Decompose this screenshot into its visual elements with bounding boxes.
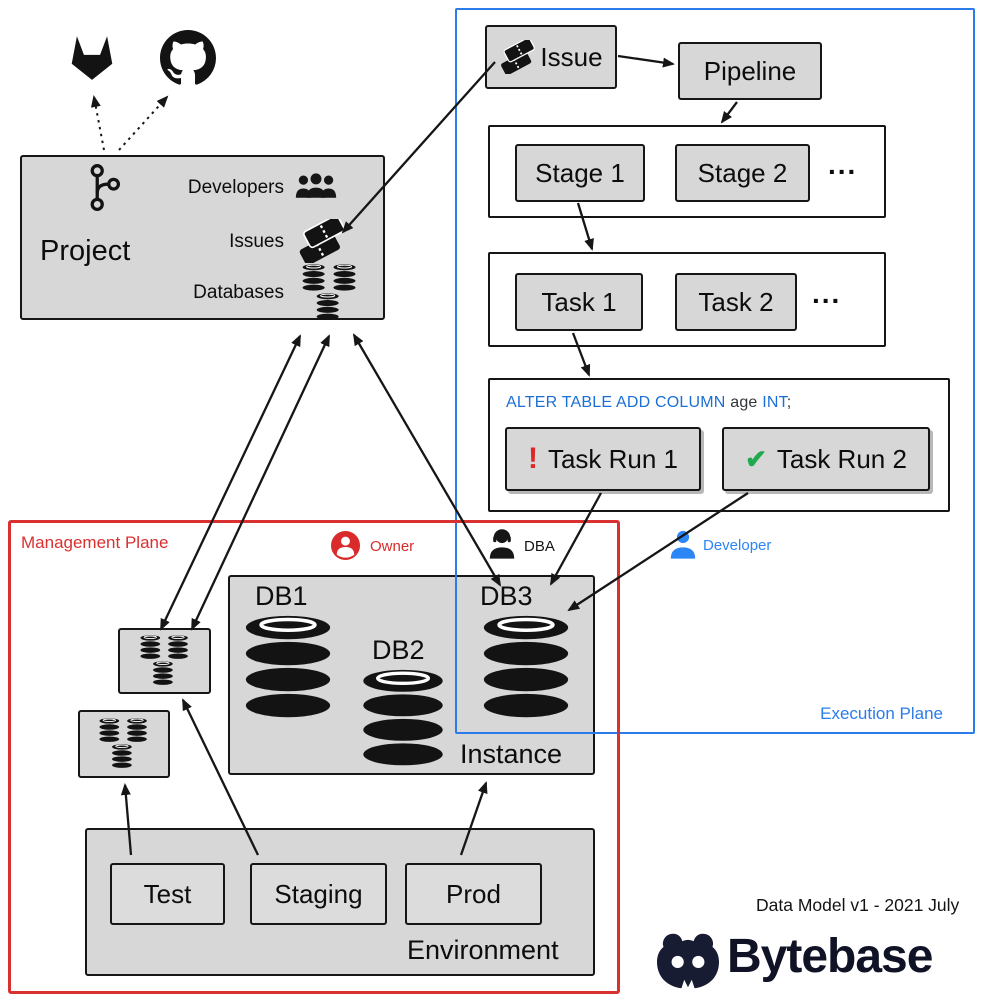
- instance-box: DB1 DB2 DB3 Instance: [228, 575, 595, 775]
- task-run-1-label: Task Run 1: [547, 443, 679, 474]
- gitlab-icon: [66, 32, 118, 82]
- issue-label: Issue: [540, 41, 603, 72]
- db2-label: DB2: [372, 635, 425, 665]
- bytebase-wordmark: Bytebase: [727, 930, 933, 983]
- people-icon: [295, 170, 337, 202]
- task-2-box: Task 2: [675, 273, 797, 331]
- task-run-1-box: ! Task Run 1: [505, 427, 701, 491]
- stages-ellipsis: ...: [828, 149, 858, 180]
- project-row-issues-label: Issues: [229, 231, 284, 252]
- sql-keyword: ALTER TABLE ADD COLUMN: [506, 394, 726, 411]
- pipeline-box: Pipeline: [678, 42, 822, 100]
- database-cluster-icon: [295, 264, 365, 322]
- project-row-developers-label: Developers: [187, 177, 284, 198]
- env-prod-box: Prod: [405, 863, 542, 925]
- stages-row: Stage 1 Stage 2 ...: [488, 125, 886, 218]
- db3-label: DB3: [480, 581, 533, 611]
- success-check-icon: ✔: [745, 443, 767, 474]
- project-row-databases-label: Databases: [193, 282, 284, 303]
- stage-1-label: Stage 1: [535, 157, 625, 188]
- arrow-git-to-gitlab: [90, 95, 105, 151]
- sql-semicolon: ;: [786, 394, 792, 411]
- tasks-row: Task 1 Task 2 ...: [488, 252, 886, 347]
- db-group-box-1: [118, 628, 211, 694]
- environment-box: Test Staging Prod Environment: [85, 828, 595, 976]
- env-staging-label: Staging: [274, 878, 363, 909]
- project-title: Project: [40, 235, 131, 267]
- issue-ticket-icon: [499, 40, 536, 74]
- developer-icon: [668, 528, 698, 561]
- db1-icon: [240, 615, 336, 719]
- instance-label: Instance: [460, 739, 563, 769]
- sql-argument: age: [730, 394, 758, 411]
- pipeline-label: Pipeline: [703, 55, 797, 86]
- bytebase-logo-icon: [657, 933, 719, 989]
- tasks-ellipsis: ...: [812, 278, 842, 309]
- developer-label: Developer: [703, 537, 772, 554]
- sql-statement: ALTER TABLE ADD COLUMN age INT;: [506, 394, 791, 412]
- stage-2-label: Stage 2: [697, 157, 788, 188]
- stage-2-box: Stage 2: [675, 144, 810, 202]
- db-group-box-2: [78, 710, 170, 778]
- environment-label: Environment: [407, 935, 559, 965]
- database-cluster-icon: [95, 718, 153, 770]
- error-icon: !: [527, 442, 538, 475]
- database-cluster-icon: [136, 635, 194, 687]
- management-plane-label: Management Plane: [21, 533, 169, 552]
- issue-tickets-icon: [297, 219, 345, 263]
- owner-icon: [330, 530, 361, 561]
- version-caption: Data Model v1 - 2021 July: [756, 895, 960, 915]
- task-run-panel: ALTER TABLE ADD COLUMN age INT; ! Task R…: [488, 378, 950, 512]
- sql-type-keyword: INT: [762, 394, 787, 411]
- task-1-box: Task 1: [515, 273, 643, 331]
- execution-plane-label: Execution Plane: [820, 704, 943, 723]
- task-1-label: Task 1: [541, 286, 617, 317]
- git-branch-icon: [84, 163, 122, 213]
- dba-label: DBA: [524, 538, 555, 555]
- arrow-pipeline-to-stages: [720, 101, 738, 124]
- task-2-label: Task 2: [698, 286, 774, 317]
- project-box: Project Developers Issues Databases: [20, 155, 385, 320]
- stage-1-box: Stage 1: [515, 144, 645, 202]
- env-test-box: Test: [110, 863, 225, 925]
- arrow-git-to-github: [118, 95, 169, 151]
- dba-icon: [487, 529, 517, 561]
- arrow-issue-to-pipeline: [617, 54, 675, 68]
- db3-icon: [480, 615, 572, 719]
- env-staging-box: Staging: [250, 863, 387, 925]
- github-icon: [160, 30, 216, 86]
- task-run-2-box: ✔ Task Run 2: [722, 427, 930, 491]
- issue-box: Issue: [485, 25, 617, 89]
- task-run-2-label: Task Run 2: [776, 443, 907, 474]
- env-prod-label: Prod: [446, 878, 501, 909]
- env-test-label: Test: [143, 878, 192, 909]
- db1-label: DB1: [255, 581, 308, 611]
- owner-label: Owner: [370, 538, 415, 555]
- db2-icon: [358, 669, 448, 767]
